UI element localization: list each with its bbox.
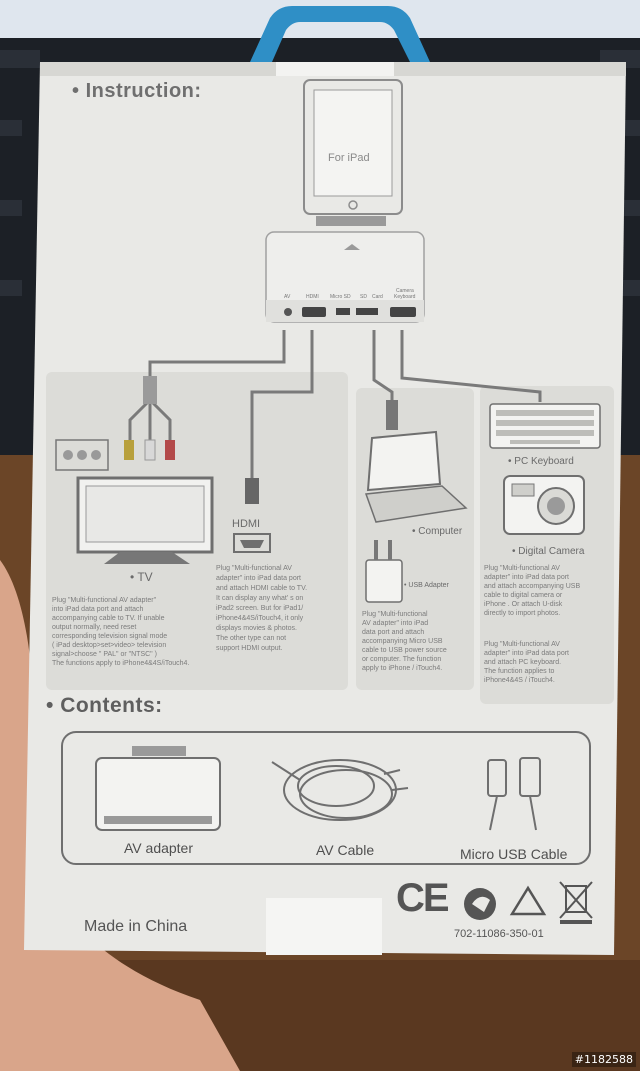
av-adapter-content-icon xyxy=(95,757,221,831)
content-av-cable-label: AV Cable xyxy=(316,842,375,858)
ipad-home-button xyxy=(348,200,358,210)
dock-connector-icon xyxy=(316,216,386,226)
rca-yellow-plug-icon xyxy=(124,440,134,460)
keyboard-camera-panel xyxy=(480,386,614,704)
digital-camera-label: • Digital Camera xyxy=(512,546,585,557)
blue-hanger xyxy=(250,6,430,62)
micro-usb-cable-content-icon xyxy=(487,757,541,831)
recycle-arrows-icon xyxy=(509,885,547,916)
content-av-adapter-label: AV adapter xyxy=(124,840,194,856)
port-label-av: AV xyxy=(284,294,291,300)
made-in-label: Made in China xyxy=(84,918,188,935)
laptop-icon xyxy=(366,430,442,492)
watermark: #1182588 xyxy=(571,1052,636,1067)
port-label-micro-sd: Micro SD xyxy=(330,294,351,300)
hdmi-plug-icon xyxy=(245,478,259,504)
weee-bin-icon xyxy=(559,881,593,919)
content-micro-usb-label: Micro USB Cable xyxy=(460,846,568,862)
instruction-heading: • Instruction: xyxy=(72,80,202,102)
tv-label: • TV xyxy=(130,570,153,584)
rca-red-plug-icon xyxy=(165,440,175,460)
micro-usb-plug-icon xyxy=(386,400,398,430)
sd-port-icon xyxy=(356,308,378,315)
port-label-camera: Camera xyxy=(396,288,414,294)
rca-splitter-icon xyxy=(143,376,157,404)
ce-mark: CE xyxy=(396,876,450,920)
device-label: For iPad xyxy=(328,152,370,164)
hanger-tab xyxy=(276,62,394,76)
usb-port-icon xyxy=(390,307,416,317)
computer-label: • Computer xyxy=(412,526,463,537)
rca-white-plug-icon xyxy=(144,439,156,461)
hdmi-port-icon xyxy=(302,307,326,317)
usb-power-adapter-icon xyxy=(365,559,403,603)
hdmi-label: HDMI xyxy=(232,518,261,530)
usb-adapter-label: • USB Adapter xyxy=(404,582,449,589)
av-jacks-icon xyxy=(55,439,109,471)
tv-instructions: Plug "Multi-functional AV adapter"into i… xyxy=(52,597,190,667)
box-bottom-tab xyxy=(266,898,382,955)
port-label-hdmi: HDMI xyxy=(306,294,319,300)
av-port-icon xyxy=(284,308,292,316)
ipad-illustration xyxy=(303,79,403,215)
product-code: 702-11086-350-01 xyxy=(454,928,544,940)
contents-heading: • Contents: xyxy=(46,694,163,717)
pc-keyboard-label: • PC Keyboard xyxy=(508,456,574,467)
micro-sd-port-icon xyxy=(336,308,350,315)
up-arrow-icon xyxy=(344,244,360,250)
hdmi-connector-icon xyxy=(233,533,271,553)
port-label-card: Card xyxy=(372,294,383,300)
port-label-keyboard: Keyboard xyxy=(394,294,416,300)
port-label-sd: SD xyxy=(360,294,367,300)
contents-frame xyxy=(61,731,591,865)
av-cable-content-icon xyxy=(271,759,409,821)
ipad-screen xyxy=(313,89,393,197)
